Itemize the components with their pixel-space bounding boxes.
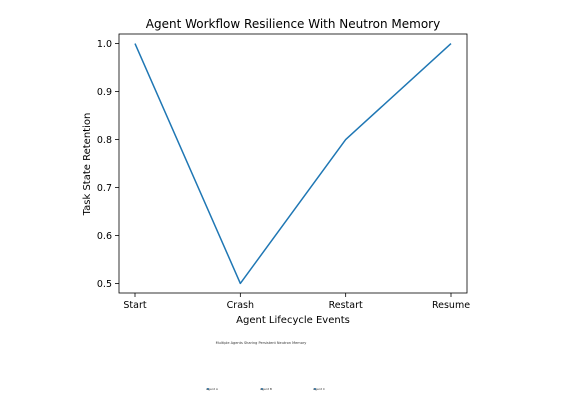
y-tick-label: 0.8 [97,135,112,146]
series-line [134,43,452,285]
x-tick-label: Crash [227,300,254,311]
diagram-title: Multiple Agents Sharing Persistent Neutr… [216,341,307,345]
agent-node-label: Agent A [206,387,219,391]
y-axis-label: Task State Retention [82,113,93,217]
agent-node-label: Agent C [313,387,325,391]
plot-area-frame [118,33,468,294]
y-tick-label: 1.0 [97,39,112,50]
series-layer [134,43,452,285]
y-tick-label: 0.9 [97,87,112,98]
y-tick-label: 0.6 [97,231,112,242]
x-axis-label: Agent Lifecycle Events [236,315,350,326]
x-tick-label: Restart [329,300,363,311]
agent-node-icon [207,388,209,390]
y-tick-label: 0.5 [97,279,112,290]
x-tick-label: Resume [432,300,470,311]
y-axis-ticks: 0.5 0.6 0.7 0.8 0.9 1.0 [97,39,119,290]
agent-node-icon [261,388,263,390]
agent-node-icon [314,388,316,390]
chart-title: Agent Workflow Resilience With Neutron M… [146,17,440,31]
x-axis-ticks: Start Crash Restart Resume [123,293,470,311]
agent-legend: Agent A Agent B Agent C [206,387,325,391]
y-tick-label: 0.7 [97,183,112,194]
x-tick-label: Start [123,300,146,311]
agent-node-label: Agent B [260,387,272,391]
